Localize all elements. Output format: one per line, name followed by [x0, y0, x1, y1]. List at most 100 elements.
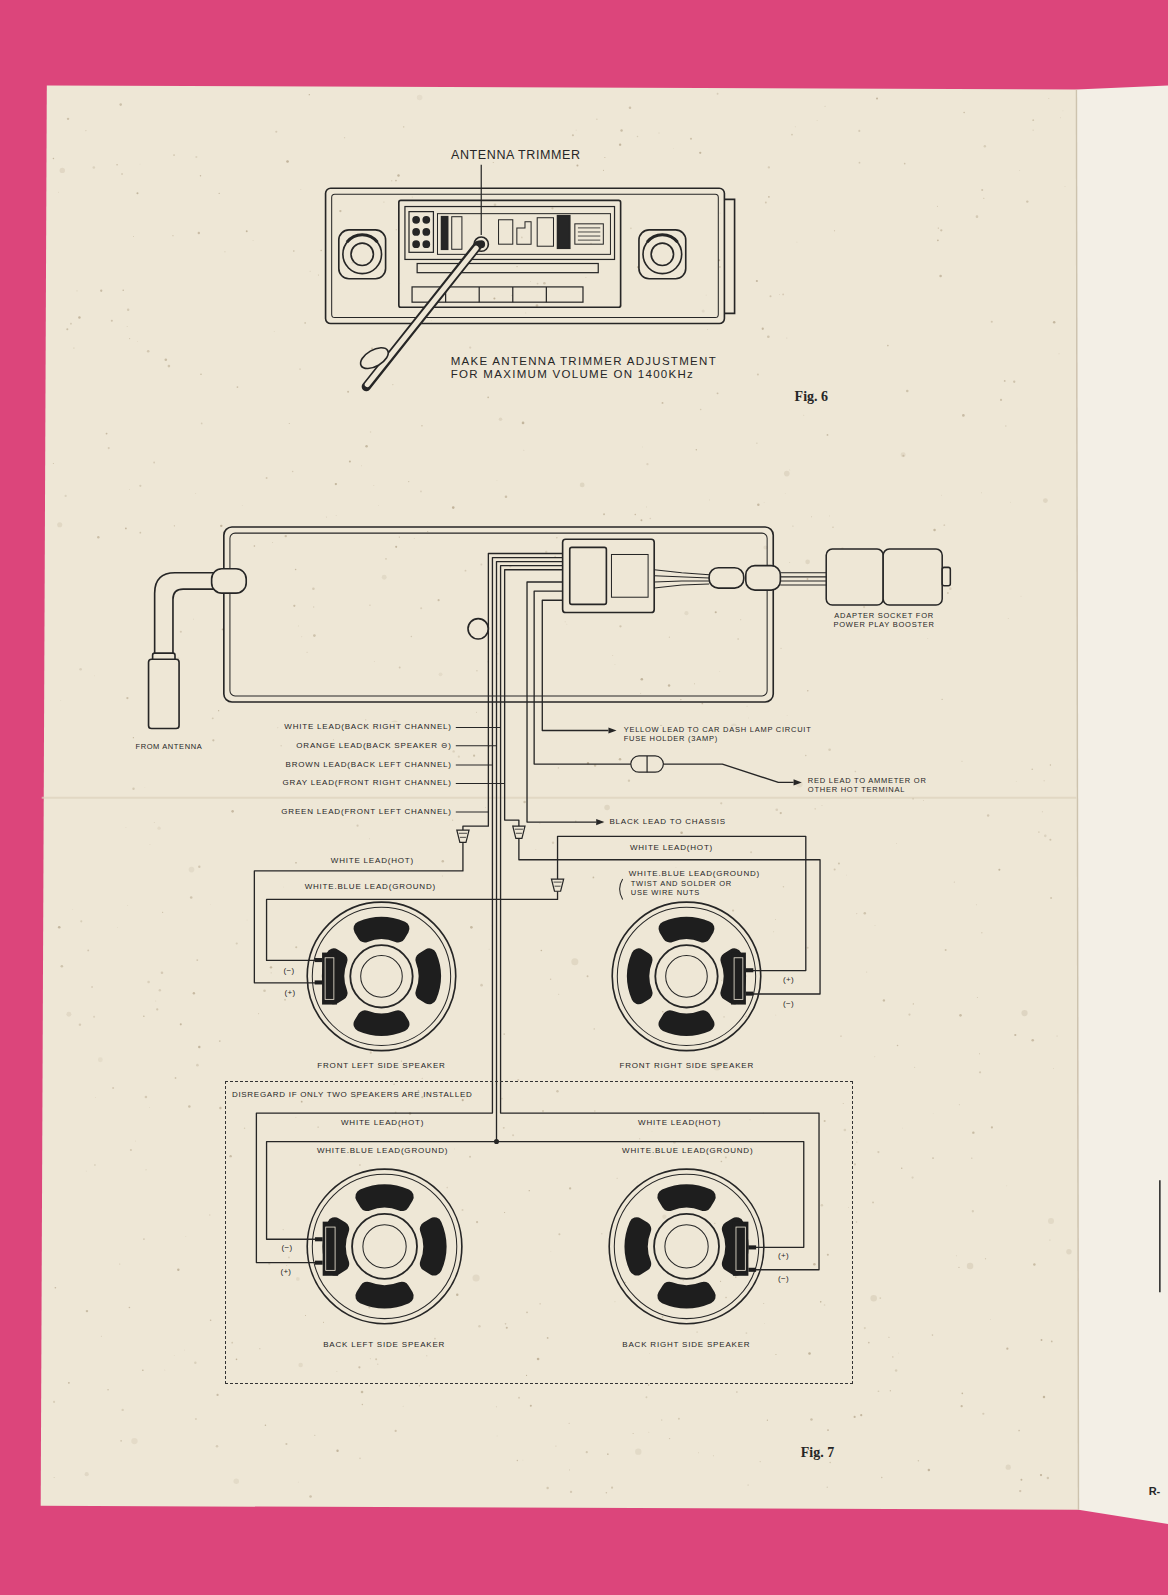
paper-speckle	[556, 1090, 558, 1092]
paper-speckle	[231, 810, 234, 813]
paper-speckle	[159, 989, 161, 991]
paper-speckle	[748, 1484, 749, 1485]
paper-speckle	[789, 469, 791, 471]
paper-speckle	[721, 980, 722, 981]
fold-crease	[1076, 90, 1078, 1510]
paper-speckle	[282, 886, 284, 888]
paper-speckle	[385, 558, 387, 560]
paper-speckle	[216, 1394, 218, 1396]
paper-speckle	[523, 449, 525, 451]
paper-speckle	[821, 804, 823, 806]
paper-speckle	[478, 1325, 480, 1327]
paper-speckle	[185, 1236, 187, 1238]
paper-speckle	[153, 462, 155, 464]
paper-speckle	[359, 1164, 360, 1165]
paper-speckle	[959, 1014, 962, 1017]
paper-speckle	[458, 756, 460, 758]
paper-speckle	[699, 152, 701, 154]
paper-speckle	[840, 1036, 841, 1037]
paper-speckle	[391, 180, 392, 181]
paper-speckle	[200, 175, 201, 176]
paper-speckle	[738, 948, 740, 950]
paper-speckle	[928, 1469, 930, 1471]
paper-speckle	[73, 348, 74, 349]
paper-speckle	[558, 767, 559, 768]
paper-speckle	[503, 1033, 505, 1035]
paper-speckle	[763, 502, 765, 504]
paper-speckle	[972, 1210, 974, 1212]
paper-speckle	[908, 1014, 910, 1016]
wiring-harness	[527, 582, 596, 822]
paper-speckle	[297, 1481, 299, 1483]
paper-speckle	[939, 275, 942, 278]
speaker-drawing	[657, 1184, 715, 1211]
paper-speckle	[307, 652, 308, 653]
radio-front-drawing	[413, 217, 419, 223]
paper-speckle	[271, 972, 272, 973]
speaker-drawing	[609, 1169, 764, 1324]
polarity-mark: (−)	[282, 966, 295, 975]
paper-speckle	[901, 452, 906, 457]
paper-speckle	[454, 1148, 456, 1150]
speaker-drawing	[307, 1169, 462, 1324]
radio-front-drawing	[413, 241, 419, 247]
paper-speckle	[832, 526, 833, 527]
paper-speckle	[824, 1120, 826, 1122]
paper-speckle	[958, 1104, 960, 1106]
paper-speckle	[473, 1274, 480, 1281]
paper-speckle	[815, 808, 816, 809]
paper-speckle	[293, 605, 295, 607]
paper-speckle	[506, 1327, 508, 1329]
paper-speckle	[258, 1013, 260, 1015]
paper-speckle	[194, 1362, 196, 1364]
wire-label: WHITE LEAD(HOT)	[629, 843, 714, 852]
wiring-harness	[456, 727, 505, 811]
paper-speckle	[543, 282, 546, 285]
paper-speckle	[746, 1332, 748, 1334]
paper-speckle	[576, 165, 578, 167]
paper-speckle	[335, 514, 337, 516]
paper-speckle	[127, 905, 129, 907]
paper-speckle	[633, 1433, 634, 1434]
paper-speckle	[339, 210, 341, 212]
paper-speckle	[547, 1337, 549, 1339]
wiring-harness	[256, 558, 562, 1263]
speaker-label: FRONT LEFT SIDE SPEAKER	[317, 1061, 445, 1070]
paper-speckle	[569, 1187, 571, 1189]
polarity-mark: (+)	[279, 1267, 292, 1276]
paper-speckle	[651, 1131, 653, 1133]
paper-speckle	[942, 699, 943, 700]
paper-speckle	[725, 319, 727, 321]
paper-speckle	[856, 913, 857, 914]
paper-speckle	[503, 1127, 505, 1129]
paper-speckle	[778, 294, 780, 296]
paper-speckle	[575, 129, 577, 131]
paper-speckle	[135, 1140, 137, 1142]
paper-speckle	[375, 1358, 377, 1360]
paper-speckle	[198, 232, 200, 234]
speaker-drawing	[748, 1245, 756, 1249]
paper-speckle	[512, 1134, 514, 1136]
paper-speckle	[614, 1301, 616, 1303]
paper-speckle	[805, 560, 810, 565]
paper-speckle	[961, 761, 962, 762]
paper-speckle	[516, 266, 517, 267]
paper-speckle	[896, 843, 898, 845]
paper-speckle	[426, 1355, 427, 1356]
paper-speckle	[709, 499, 711, 501]
speaker-drawing	[307, 1169, 462, 1324]
paper-speckle	[1007, 617, 1009, 619]
paper-speckle	[323, 1322, 324, 1323]
paper-speckle	[648, 1384, 649, 1385]
paper-speckle	[139, 532, 141, 534]
paper-speckle	[522, 422, 525, 425]
wire-label: WHITE.BLUE LEAD(GROUND)	[304, 882, 437, 891]
polarity-mark: (−)	[777, 1274, 790, 1283]
paper-speckle	[958, 1267, 959, 1268]
paper-speckle	[476, 670, 477, 671]
paper-speckle	[1020, 595, 1022, 597]
paper-speckle	[369, 1358, 371, 1360]
paper-speckle	[668, 684, 670, 686]
optional-region: DISREGARD IF ONLY TWO SPEAKERS ARE INSTA…	[225, 1081, 853, 1384]
